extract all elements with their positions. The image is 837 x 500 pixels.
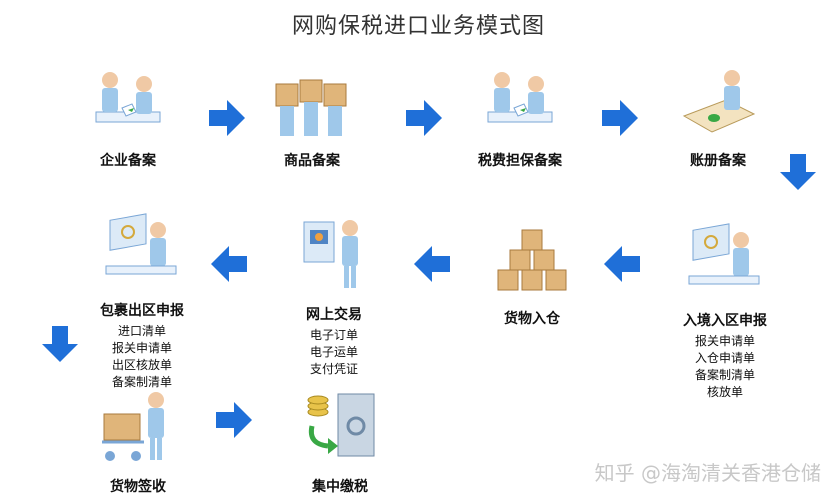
cart-courier-icon — [102, 392, 164, 461]
meeting-desk-icon — [95, 72, 161, 123]
node-label: 货物入仓 — [504, 311, 560, 327]
node-outbound-declaration: 包裹出区申报 进口清单 报关申请单 出区核放单 备案制清单 — [72, 210, 212, 391]
person-ledger-icon — [682, 70, 756, 133]
node-label: 网上交易 — [306, 307, 362, 323]
node-label: 集中缴税 — [312, 479, 368, 495]
arrow-right-icon — [602, 100, 638, 136]
node-sub-item: 入仓申请单 — [694, 351, 755, 365]
node-sub-item: 进口清单 — [117, 324, 166, 338]
node-sub-item: 电子运单 — [309, 345, 358, 359]
diagram-title: 网购保税进口业务模式图 — [291, 14, 545, 39]
node-sub-item: 核放单 — [706, 385, 743, 399]
meeting-desk-icon — [487, 72, 553, 123]
node-online-trading: 网上交易 电子订单 电子运单 支付凭证 — [264, 214, 404, 378]
node-goods-filing: 商品备案 — [242, 60, 382, 170]
screen-presenter-icon — [303, 220, 358, 288]
arrow-right-icon — [216, 402, 252, 438]
node-goods-receipt: 货物签收 — [68, 386, 208, 496]
node-label: 账册备案 — [690, 153, 746, 169]
node-tax-guarantee-filing: 税费担保备案 — [450, 60, 590, 170]
goods-boxes-icon — [275, 79, 347, 136]
node-inbound-declaration: 入境入区申报 报关申请单 入仓申请单 备案制清单 核放单 — [655, 220, 795, 401]
node-label: 税费担保备案 — [478, 153, 562, 169]
arrow-left-icon — [604, 246, 640, 282]
node-ledger-filing: 账册备案 — [648, 60, 788, 170]
node-sub-item: 电子订单 — [309, 328, 358, 342]
node-goods-warehousing: 货物入仓 — [462, 218, 602, 328]
computer-operator-icon — [688, 223, 760, 285]
node-sub-item: 出区核放单 — [111, 358, 172, 372]
node-sub-item: 支付凭证 — [309, 362, 358, 376]
node-label: 货物签收 — [110, 479, 166, 495]
arrow-left-icon — [414, 246, 450, 282]
arrow-left-icon — [211, 246, 247, 282]
node-sub-item: 报关申请单 — [111, 341, 172, 355]
watermark: 知乎 @海淘清关香港仓储 — [594, 461, 821, 485]
arrow-down-icon — [780, 154, 816, 190]
stacked-boxes-icon — [497, 229, 567, 291]
node-label: 包裹出区申报 — [100, 303, 184, 319]
node-sub-item: 备案制清单 — [111, 375, 172, 389]
node-sub-item: 报关申请单 — [694, 334, 755, 348]
node-enterprise-filing: 企业备案 — [58, 60, 198, 170]
arrow-right-icon — [209, 100, 245, 136]
node-sub-item: 备案制清单 — [694, 368, 755, 382]
computer-operator-icon — [105, 213, 177, 275]
arrow-right-icon — [406, 100, 442, 136]
node-centralized-tax: 集中缴税 — [270, 386, 410, 496]
arrow-down-icon — [42, 326, 78, 362]
node-label: 企业备案 — [100, 153, 156, 169]
safe-coins-icon — [307, 393, 375, 457]
node-label: 入境入区申报 — [683, 313, 767, 329]
node-label: 商品备案 — [284, 153, 340, 169]
